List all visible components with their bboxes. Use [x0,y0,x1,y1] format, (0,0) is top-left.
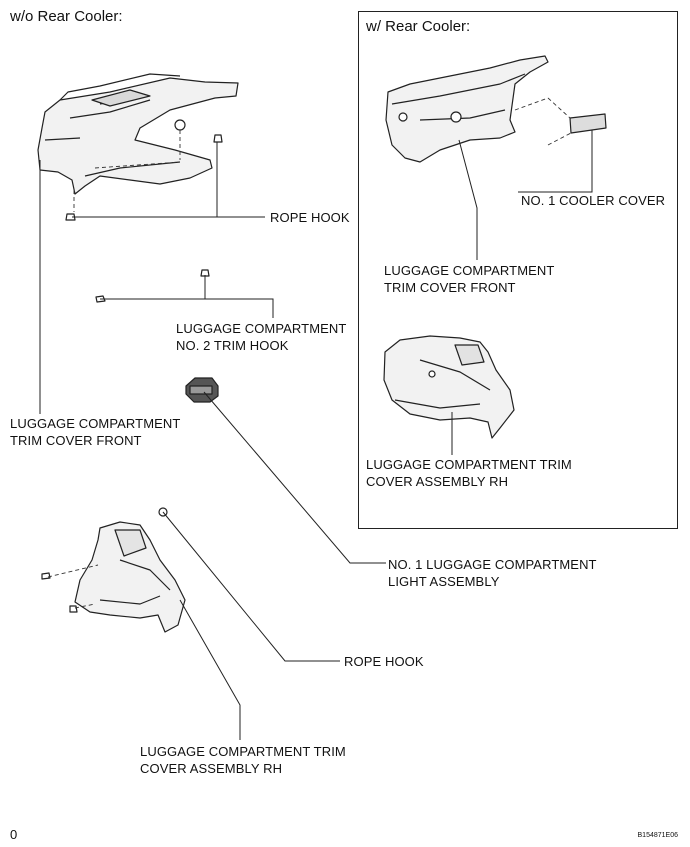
label-rope-hook-bottom: ROPE HOOK [344,654,424,669]
label-trim-cover-rh-right: LUGGAGE COMPARTMENT TRIM COVER ASSEMBLY … [366,456,572,490]
label-trim-cover-front-left-line2: TRIM COVER FRONT [10,433,142,448]
label-trim-cover-front-left-line1: LUGGAGE COMPARTMENT [10,416,181,431]
trim-cover-rh-part-right [383,335,515,439]
rope-hook-1-icon [65,213,76,221]
figure-code: B154871E06 [637,832,678,839]
trim-cover-front-part-left [37,77,239,195]
label-trim-cover-rh-left-line2: COVER ASSEMBLY RH [140,761,283,776]
label-trim-cover-rh-right-line1: LUGGAGE COMPARTMENT TRIM [366,457,572,472]
cooler-cover-part [569,113,607,134]
label-trim-cover-front-right: LUGGAGE COMPARTMENT TRIM COVER FRONT [384,262,554,296]
label-trim-cover-rh-right-line2: COVER ASSEMBLY RH [366,474,509,489]
label-trim-cover-front-right-line2: TRIM COVER FRONT [384,280,516,295]
label-no2-trim-hook: LUGGAGE COMPARTMENT NO. 2 TRIM HOOK [176,320,346,354]
label-trim-cover-rh-left-line1: LUGGAGE COMPARTMENT TRIM [140,744,346,759]
trim-cover-front-part-right [385,55,549,163]
trim-cover-rh-part-left [74,521,186,633]
label-light-assembly-line2: LIGHT ASSEMBLY [388,574,500,589]
label-light-assembly-line1: NO. 1 LUGGAGE COMPARTMENT [388,557,597,572]
label-no2-trim-hook-line1: LUGGAGE COMPARTMENT [176,321,347,336]
label-cooler-cover: NO. 1 COOLER COVER [521,193,666,208]
header-without-rear-cooler: w/o Rear Cooler: [10,8,123,25]
label-light-assembly: NO. 1 LUGGAGE COMPARTMENT LIGHT ASSEMBLY [388,556,597,590]
clip-top [174,119,186,131]
label-no2-trim-hook-line2: NO. 2 TRIM HOOK [176,338,289,353]
label-rope-hook-top: ROPE HOOK [270,210,350,225]
header-with-rear-cooler: w/ Rear Cooler: [366,18,471,35]
label-trim-cover-front-left: LUGGAGE COMPARTMENT TRIM COVER FRONT [10,415,180,449]
label-trim-cover-front-right-line1: LUGGAGE COMPARTMENT [384,263,555,278]
label-trim-cover-rh-left: LUGGAGE COMPARTMENT TRIM COVER ASSEMBLY … [140,743,346,777]
with-rear-cooler-panel [358,11,678,529]
page-mark: 0 [10,827,18,842]
trim-hook-b-icon [200,269,210,277]
clip-right [213,134,223,143]
